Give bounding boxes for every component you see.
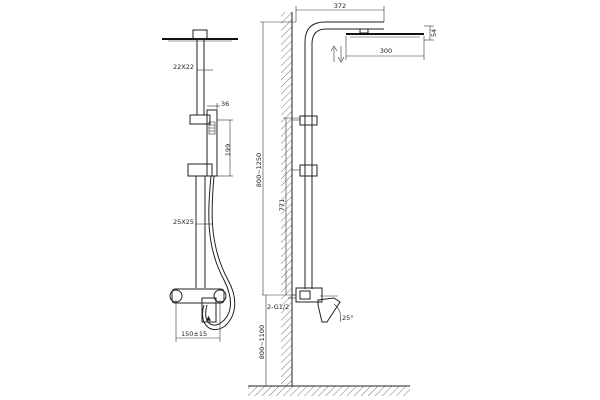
- label-slide-height: 771: [278, 199, 286, 211]
- svg-text:▲: ▲: [206, 314, 211, 322]
- label-hand-shower-height: 199: [224, 144, 232, 156]
- slider-bracket: [187, 163, 213, 177]
- shower-arm: [304, 21, 384, 289]
- label-mount-height: 800~1100: [258, 325, 266, 359]
- upper-wall-bracket: [299, 115, 318, 126]
- wall: [281, 12, 292, 386]
- spout-front: [201, 297, 217, 323]
- shower-hose-front: [205, 175, 231, 326]
- floor: [248, 386, 410, 396]
- label-arm-reach: 372: [334, 2, 346, 10]
- label-hand-shower-width: 36: [221, 100, 229, 108]
- label-pipe-lower: 25X25: [173, 218, 194, 226]
- label-thread: 2-G1/2: [267, 303, 289, 311]
- side-view: 372 54 300 25°: [248, 2, 438, 396]
- spout-side: [317, 297, 341, 323]
- lower-wall-bracket: [299, 164, 318, 177]
- label-center-distance: 150±15: [181, 330, 207, 338]
- head-mount-front: [192, 29, 208, 40]
- label-head-size: 300: [380, 47, 392, 55]
- arrow-down-icon: [337, 46, 345, 63]
- front-view: 22X22 36 199 25X25 ▲: [162, 29, 238, 342]
- label-riser-height: 800~1250: [255, 153, 263, 187]
- arrow-up-icon: [330, 45, 338, 62]
- label-spout-angle: 25°: [342, 314, 354, 322]
- mixer-body-front: [171, 288, 225, 304]
- label-head-height: 54: [430, 29, 438, 37]
- label-pipe-upper: 22X22: [173, 63, 194, 71]
- upper-bracket: [189, 114, 211, 125]
